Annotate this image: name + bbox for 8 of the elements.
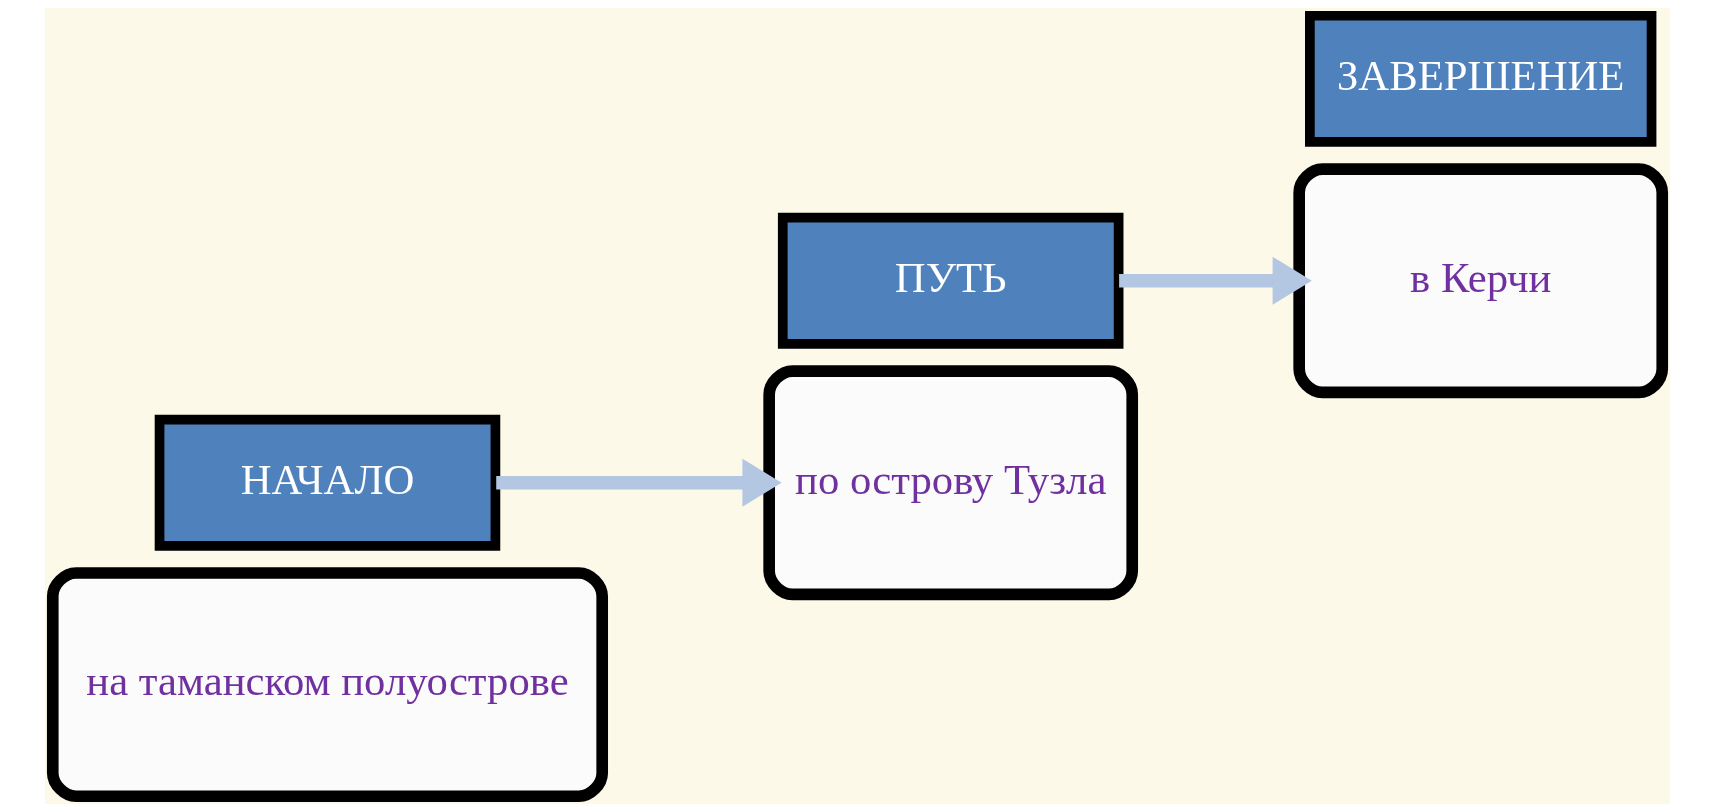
arrow [1119,256,1312,305]
node-box: по острову Тузла [763,365,1139,601]
arrow [496,458,782,507]
node-box: ПУТЬ [777,212,1124,349]
node-box: НАЧАЛО [154,414,501,551]
node-box: в Керчи [1293,163,1669,399]
node-box: ЗАВЕРШЕНИЕ [1305,10,1657,147]
node-box: на таманском полуострове [46,567,609,803]
